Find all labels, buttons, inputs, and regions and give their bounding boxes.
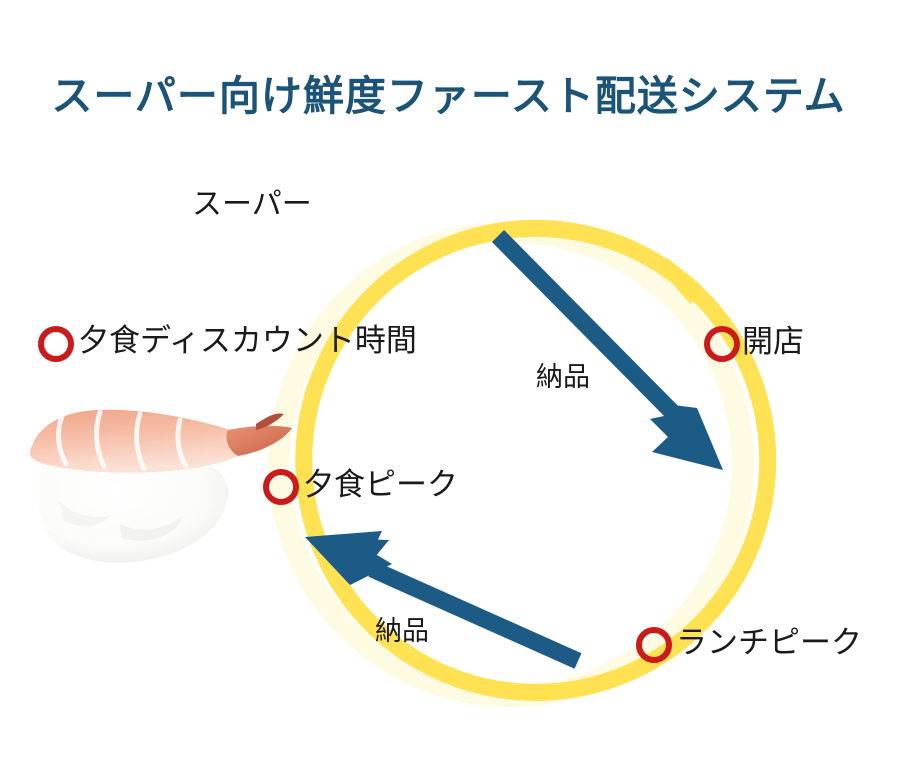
caption-supermarket: スーパー (192, 187, 312, 222)
node-marker-discount[interactable] (38, 326, 74, 362)
node-label-open: 開店 (742, 324, 804, 360)
node-marker-open[interactable] (704, 326, 740, 362)
flow-label-delivery-afternoon: 納品 (375, 616, 429, 647)
node-marker-dinner-peak[interactable] (263, 469, 299, 505)
flow-arrow-delivery-morning (491, 230, 723, 470)
node-label-dinner-peak: 夕食ピーク (303, 467, 458, 503)
flow-arrow-delivery-afternoon (305, 531, 582, 669)
flow-label-delivery-morning: 納品 (536, 362, 590, 393)
node-label-lunch-peak: ランチピーク (676, 625, 862, 661)
timeline-ring (268, 219, 777, 707)
node-label-discount: 夕食ディスカウント時間 (78, 323, 417, 359)
node-marker-lunch-peak[interactable] (636, 627, 672, 663)
page-title: スーパー向け鮮度ファースト配送システム (51, 72, 846, 120)
shrimp-nigiri-sushi-photo (29, 409, 292, 563)
